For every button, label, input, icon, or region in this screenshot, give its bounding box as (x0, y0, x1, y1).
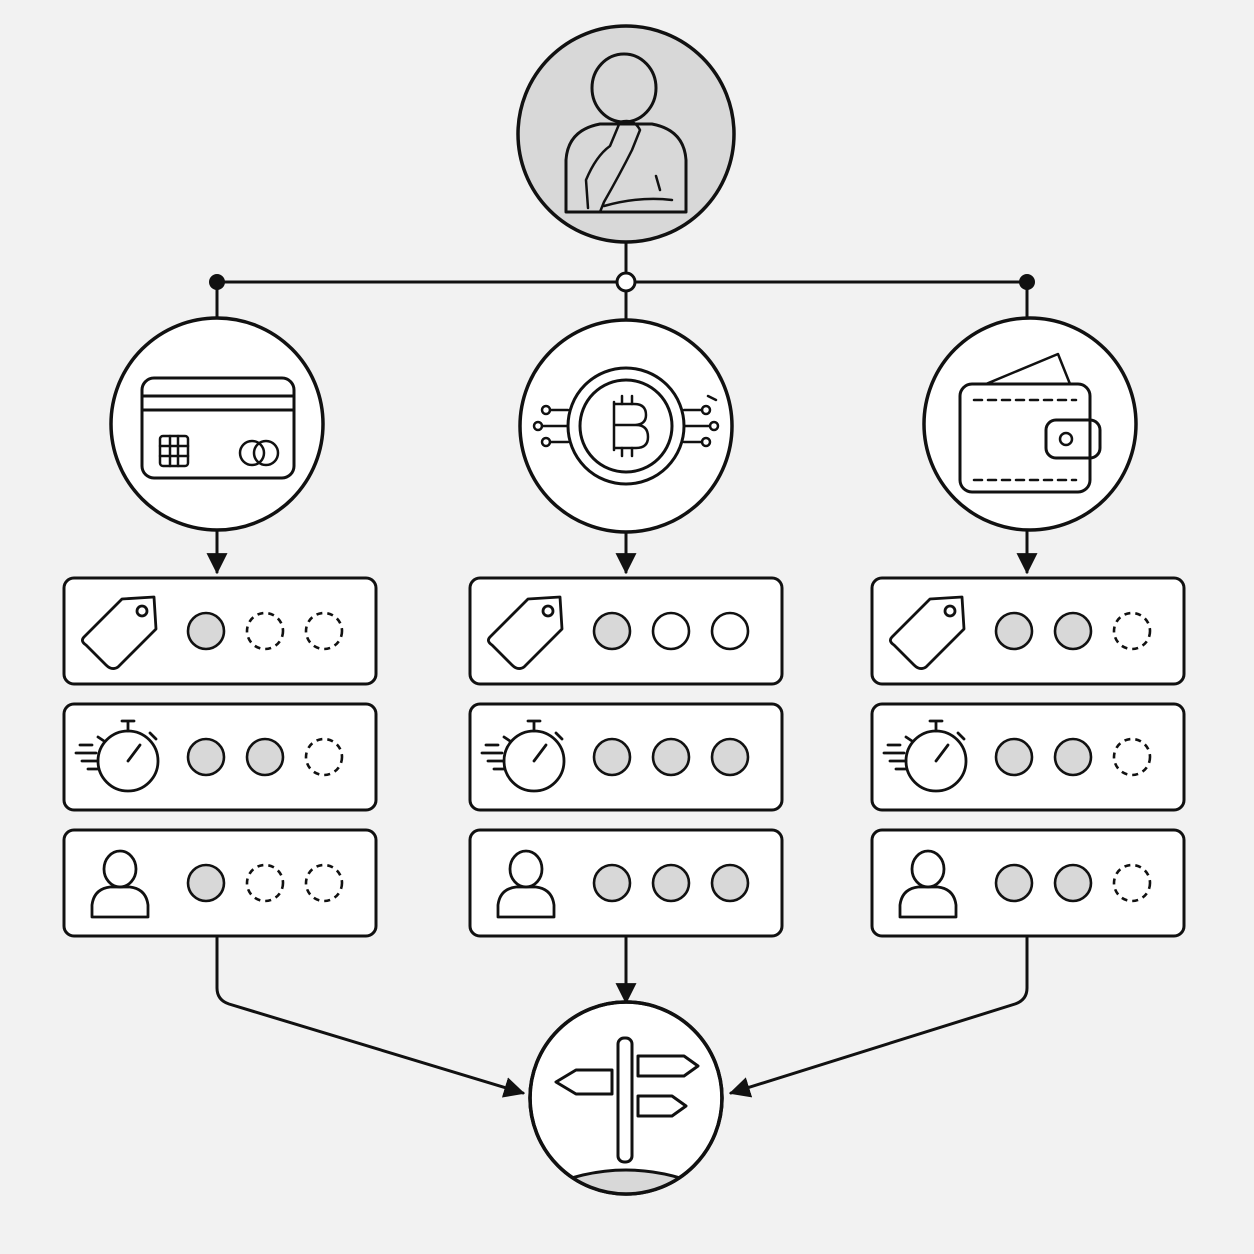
rating-dot-filled (1053, 611, 1093, 651)
signpost-icon (554, 1036, 700, 1164)
credit-card-icon (140, 376, 296, 480)
arrow-wallet-to-outcome (728, 936, 1029, 1098)
rating-dot-filled (994, 863, 1034, 903)
rating-dot-filled (186, 611, 226, 651)
rating-dot-filled (651, 737, 691, 777)
rating-dot-empty (304, 611, 344, 651)
rating-dot-empty (245, 863, 285, 903)
rating-dot-empty (1112, 737, 1152, 777)
rating-dot-filled (1053, 737, 1093, 777)
criteria-card-wallet-stopwatch (870, 702, 1186, 812)
criteria-card-crypto-price-tag (468, 576, 784, 686)
rating-dot-filled (186, 737, 226, 777)
rating-dot-empty (304, 737, 344, 777)
stopwatch-icon (74, 719, 160, 793)
criteria-card-wallet-user (870, 828, 1186, 938)
price-tag-icon (487, 595, 564, 670)
criteria-cards (62, 576, 1186, 938)
thinking-person-icon (564, 52, 688, 214)
wallet-icon (958, 352, 1102, 494)
criteria-card-crypto-user (468, 828, 784, 938)
rating-dot-empty (1112, 611, 1152, 651)
rating-dot-empty (710, 611, 750, 651)
user-icon (496, 849, 556, 919)
criteria-card-card-price-tag (62, 576, 378, 686)
rating-dot-empty (1112, 863, 1152, 903)
rating-dot-filled (994, 737, 1034, 777)
branch-junction-center (615, 271, 637, 293)
criteria-card-card-stopwatch (62, 702, 378, 812)
rating-dot-filled (994, 611, 1034, 651)
rating-dot-empty (651, 611, 691, 651)
decision-maker-node (516, 24, 736, 244)
rating-dot-filled (651, 863, 691, 903)
outcome-node (528, 1000, 724, 1196)
rating-dot-filled (710, 863, 750, 903)
user-icon (898, 849, 958, 919)
criteria-card-card-user (62, 828, 378, 938)
rating-dot-filled (592, 611, 632, 651)
rating-dot-empty (304, 863, 344, 903)
stopwatch-icon (882, 719, 968, 793)
price-tag-icon (889, 595, 966, 670)
rating-dot-filled (186, 863, 226, 903)
rating-dot-filled (592, 863, 632, 903)
user-icon (90, 849, 150, 919)
branch-junction-right (1019, 274, 1035, 290)
rating-dot-filled (592, 737, 632, 777)
rating-dot-filled (1053, 863, 1093, 903)
option-node-card[interactable] (109, 316, 325, 532)
price-tag-icon (81, 595, 158, 670)
option-node-crypto[interactable] (518, 318, 734, 534)
arrow-card-to-outcome (215, 936, 526, 1098)
connectors (206, 238, 1038, 1098)
bitcoin-icon (532, 366, 720, 486)
branch-junction-left (209, 274, 225, 290)
criteria-card-wallet-price-tag (870, 576, 1186, 686)
criteria-card-crypto-stopwatch (468, 702, 784, 812)
option-node-wallet[interactable] (922, 316, 1138, 532)
stopwatch-icon (480, 719, 566, 793)
rating-dot-empty (245, 611, 285, 651)
rating-dot-filled (710, 737, 750, 777)
rating-dot-filled (245, 737, 285, 777)
